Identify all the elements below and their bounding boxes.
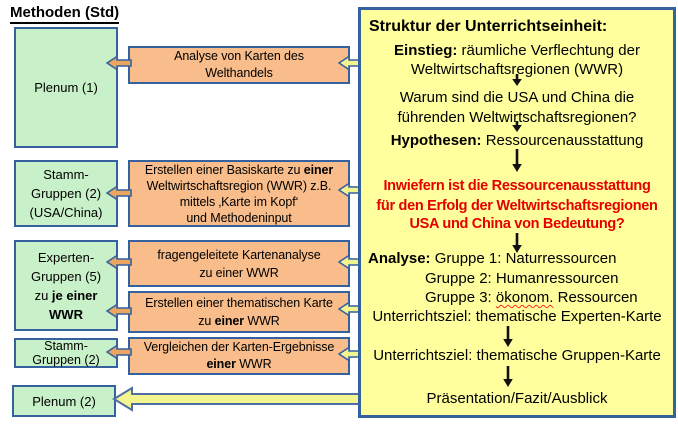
activity-box-text: mittels ‚Karte im Kopf‘ <box>179 194 299 209</box>
left-arrow-orange-icon <box>106 254 132 270</box>
method-box-text: Gruppen (2) <box>32 353 100 367</box>
activity-box-thematische-karte: Erstellen einer thematischen Karte zu ei… <box>128 291 350 333</box>
method-box-stamm-gruppen-1: Stamm- Gruppen (2) (USA/China) <box>14 160 118 227</box>
down-arrow-icon <box>510 121 524 132</box>
panel-line-analyse: Analyse: Gruppe 1: Naturressourcen <box>368 250 617 267</box>
panel-line-leitfrage: für den Erfolg der Weltwirtschaftsregion… <box>376 198 658 214</box>
panel-line-ziel-experten: Unterrichtsziel: thematische Experten-Ka… <box>372 308 662 325</box>
down-arrow-icon <box>501 326 515 347</box>
left-arrow-orange-icon <box>106 303 132 319</box>
long-left-arrow-yellow-icon <box>112 384 378 414</box>
method-box-text: Stamm- <box>44 339 88 353</box>
panel-line-einstieg: Einstieg: räumliche Verflechtung der <box>394 42 640 59</box>
activity-box-text: Erstellen einer thematischen Karte <box>145 296 333 310</box>
method-box-text: Gruppen (2) <box>30 186 102 201</box>
down-arrow-icon <box>510 233 524 253</box>
activity-box-text: zu einer WWR <box>198 314 280 328</box>
left-arrow-orange-icon <box>106 55 132 71</box>
panel-line-einstieg: Weltwirtschaftsregionen (WWR) <box>410 61 624 78</box>
activity-box-text: zu einer WWR <box>199 265 279 280</box>
activity-box-text: und Methodeninput <box>186 210 292 225</box>
panel-line-ziel-gruppen: Unterrichtsziel: thematische Gruppen-Kar… <box>373 347 661 364</box>
activity-box-text: Erstellen einer Basiskarte zu einer <box>144 162 334 177</box>
panel-title: Struktur der Unterrichtseinheit: <box>369 18 608 35</box>
activity-box-text: Vergleichen der Karten-Ergebnisse <box>143 340 335 354</box>
method-box-text: WWR <box>49 306 83 322</box>
down-arrow-icon <box>510 149 524 172</box>
method-box-text: zu je einer <box>34 287 98 303</box>
panel-line-leitfrage: USA und China von Bedeutung? <box>409 216 625 232</box>
left-arrow-orange-icon <box>106 185 132 201</box>
activity-box-basiskarte: Erstellen einer Basiskarte zu einer Welt… <box>128 160 350 227</box>
structure-panel: Struktur der Unterrichtseinheit: Einstie… <box>358 7 676 418</box>
method-box-text: (USA/China) <box>29 205 103 220</box>
activity-box-kartenanalyse: fragengeleitete Kartenanalyse zu einer W… <box>128 240 350 287</box>
methods-column-title: Methoden (Std) <box>10 4 120 24</box>
down-arrow-icon <box>510 74 524 86</box>
down-arrow-icon <box>501 366 515 387</box>
method-box-text: Experten- <box>37 249 95 265</box>
panel-line-analyse: Gruppe 2: Humanressourcen <box>425 270 619 287</box>
activity-box-text: Analyse von Karten des <box>174 49 304 63</box>
method-box-plenum-2: Plenum (2) <box>12 385 116 417</box>
activity-box-text: Welthandels <box>205 66 273 80</box>
method-box-text: Plenum (2) <box>32 393 96 409</box>
activity-box-vergleichen: Vergleichen der Karten-Ergebnisse einer … <box>128 337 350 375</box>
method-box-text: Stamm- <box>43 167 89 182</box>
activity-box-text: Weltwirtschaftsregion (WWR) z.B. <box>146 178 332 193</box>
method-box-experten-gruppen: Experten- Gruppen (5) zu je einer WWR <box>14 240 118 331</box>
method-box-plenum-1: Plenum (1) <box>14 27 118 148</box>
method-box-text: Gruppen (5) <box>30 268 102 284</box>
panel-line-warum: führenden Weltwirtschaftsregionen? <box>397 109 637 126</box>
method-box-stamm-gruppen-2: Stamm- Gruppen (2) <box>14 338 118 368</box>
panel-line-analyse: Gruppe 3: ökonom. Ressourcen <box>425 289 638 306</box>
activity-box-karten-welthandel: Analyse von Karten des Welthandels <box>128 46 350 84</box>
activity-box-text: fragengeleitete Kartenanalyse <box>157 247 321 262</box>
left-arrow-orange-icon <box>106 344 132 360</box>
panel-line-warum: Warum sind die USA und China die <box>399 89 635 106</box>
activity-box-text: einer WWR <box>206 357 272 371</box>
panel-line-hypothesen: Hypothesen: Ressourcenausstattung <box>390 132 644 149</box>
method-box-text: Plenum (1) <box>34 80 98 95</box>
panel-line-praesentation: Präsentation/Fazit/Ausblick <box>426 390 608 407</box>
panel-line-leitfrage: Inwiefern ist die Ressourcenausstattung <box>383 178 651 194</box>
